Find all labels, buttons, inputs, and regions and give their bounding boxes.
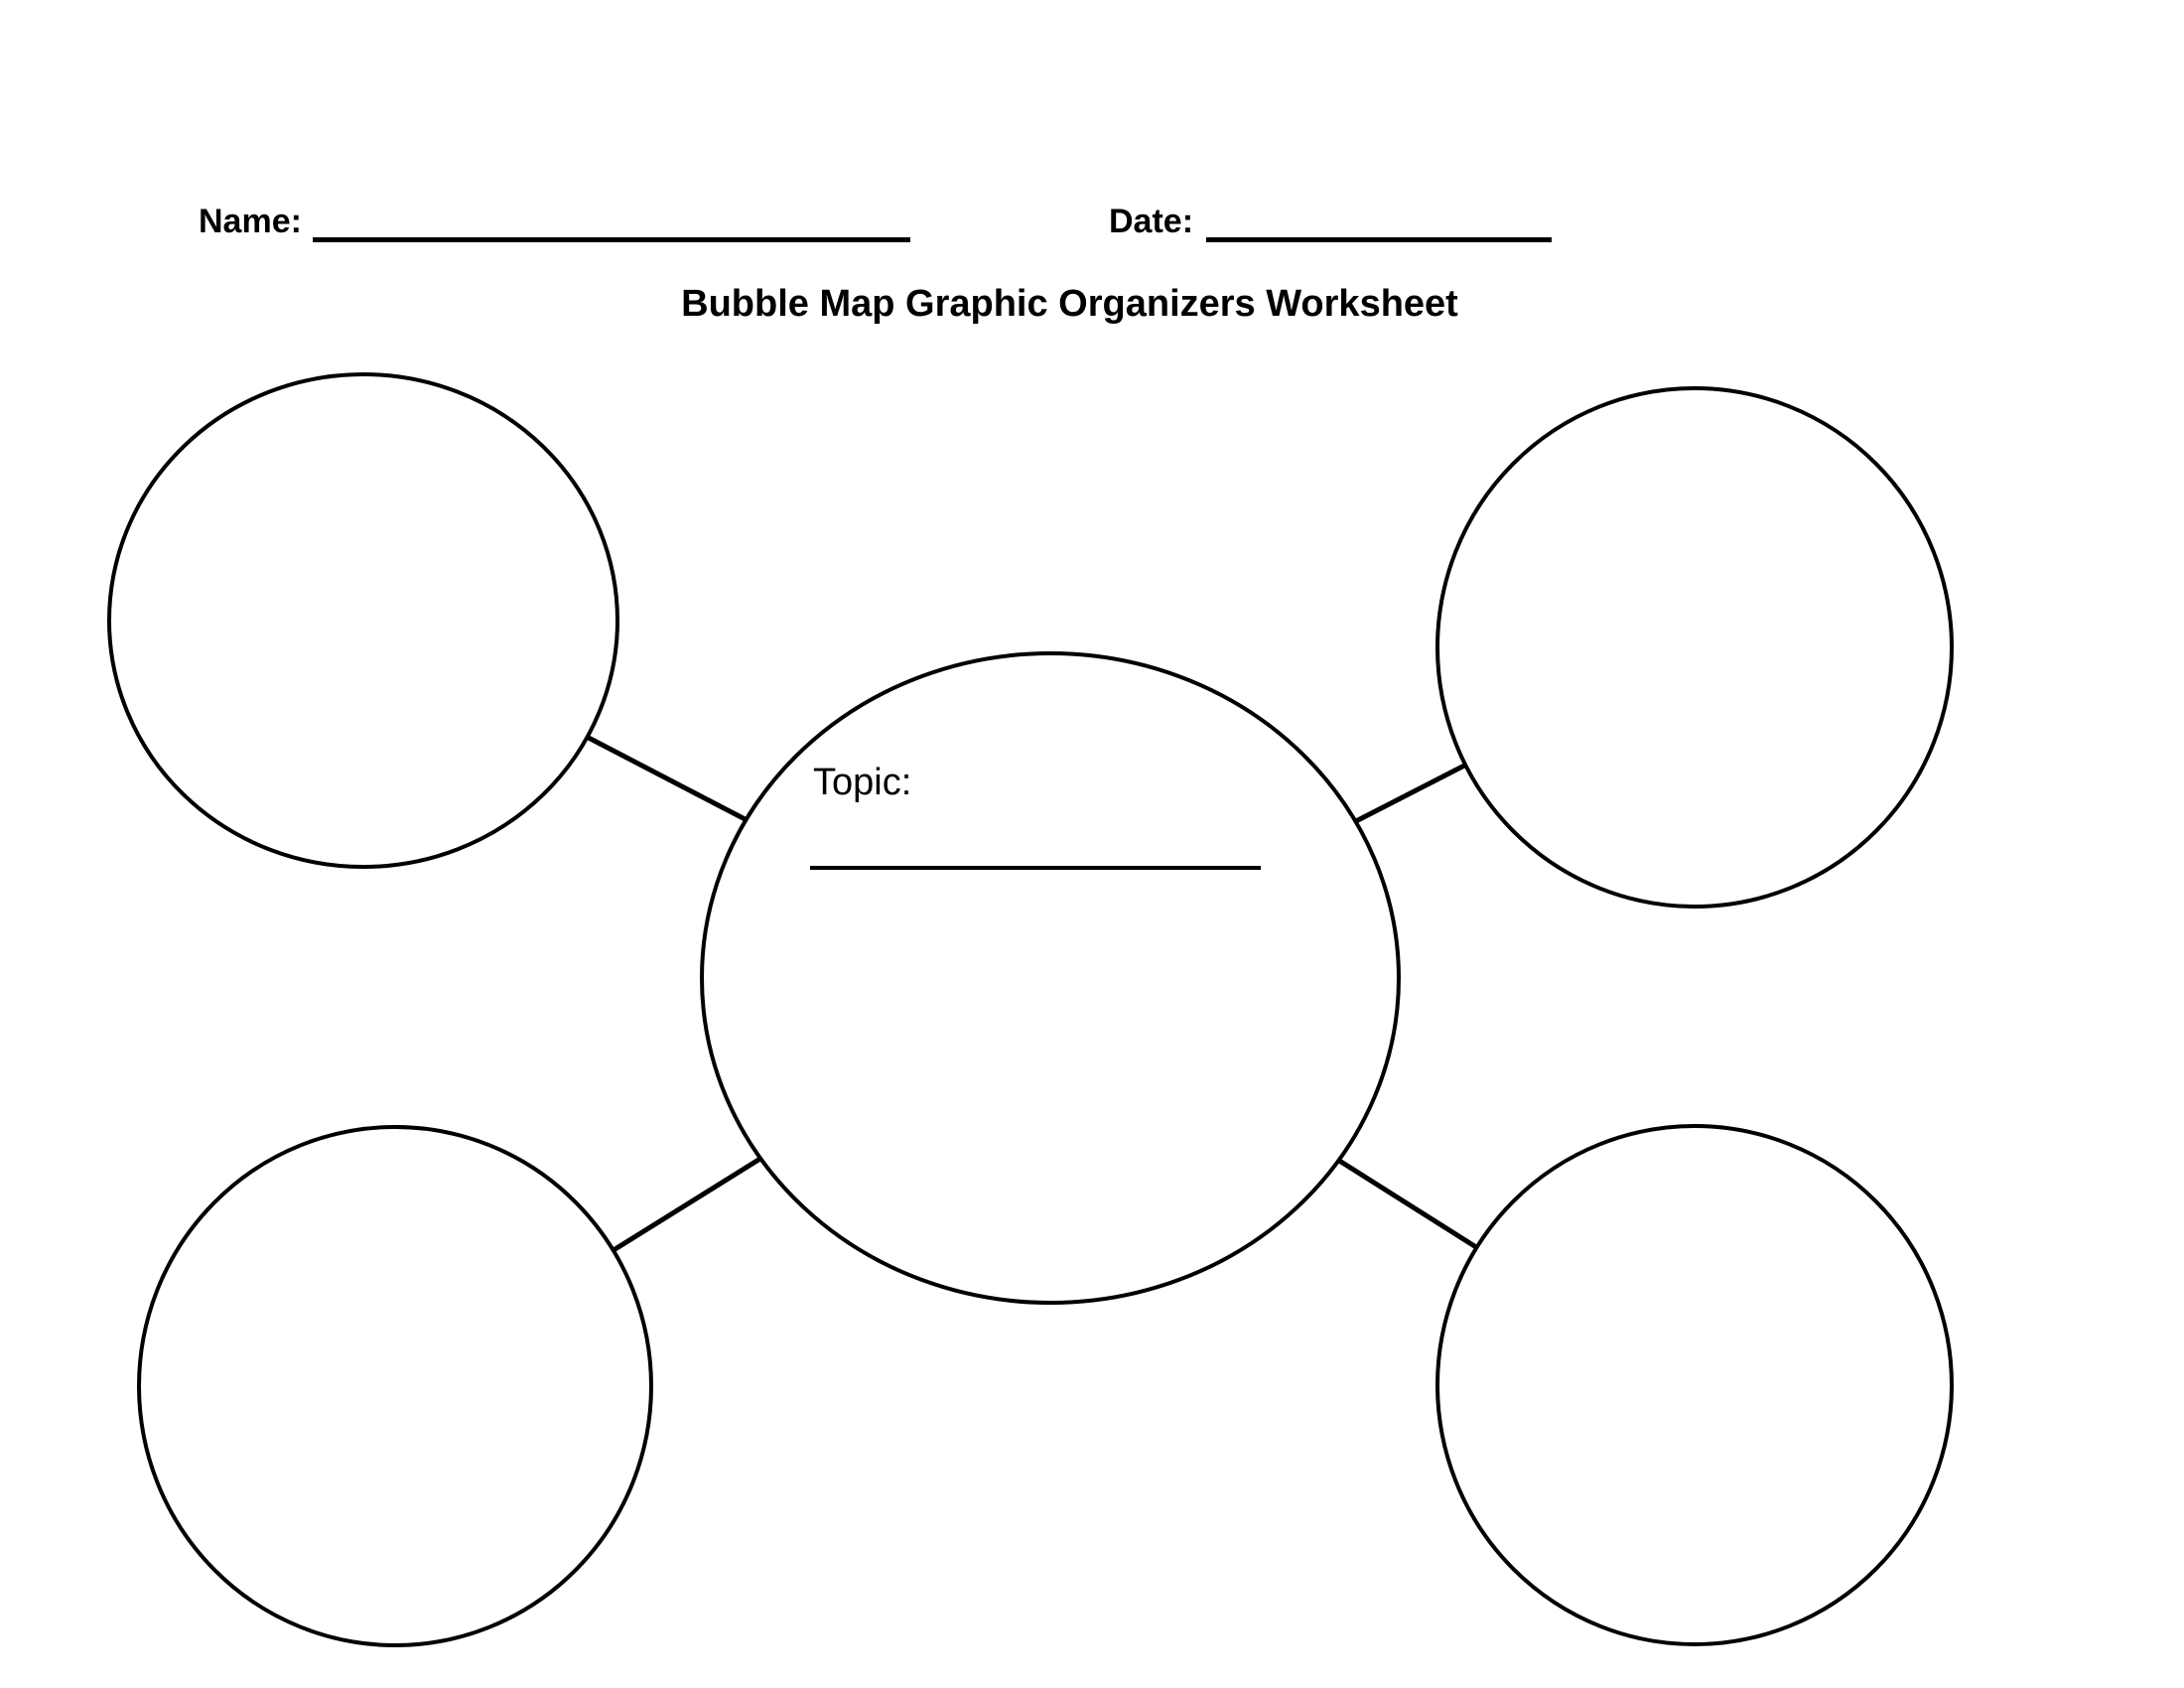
date-label: Date: xyxy=(1109,203,1194,240)
bubble-bottom-right[interactable] xyxy=(1435,1124,1954,1646)
topic-label: Topic: xyxy=(813,762,912,803)
topic-input-line[interactable] xyxy=(810,866,1261,870)
name-input-line[interactable] xyxy=(313,237,910,242)
name-label: Name: xyxy=(199,203,302,240)
bubble-top-right[interactable] xyxy=(1435,386,1954,909)
bubble-top-left[interactable] xyxy=(107,372,619,869)
worksheet-title: Bubble Map Graphic Organizers Worksheet xyxy=(681,283,1458,325)
bubble-bottom-left[interactable] xyxy=(137,1125,653,1647)
date-input-line[interactable] xyxy=(1206,237,1552,242)
topic-bubble[interactable] xyxy=(700,651,1401,1305)
